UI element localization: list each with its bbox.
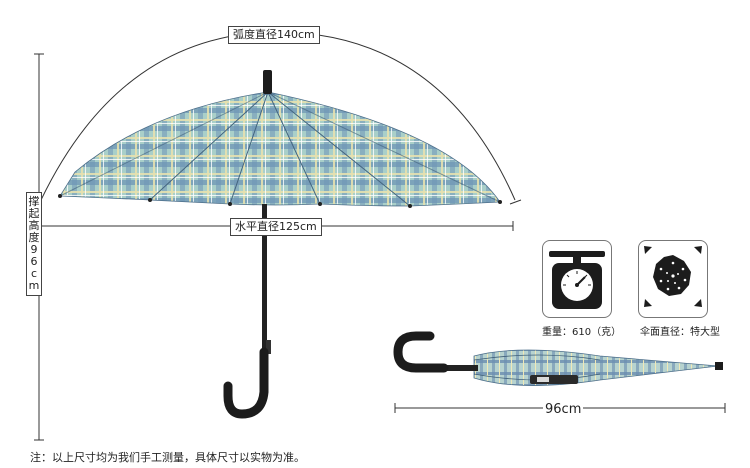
folded-umbrella bbox=[393, 331, 723, 386]
folded-length-label: 96cm bbox=[543, 402, 584, 417]
open-umbrella bbox=[58, 70, 502, 419]
weight-caption: 重量：610（克） bbox=[542, 327, 622, 338]
canopy-caption: 伞面直径：特大型 bbox=[640, 327, 720, 338]
open-height-label: 撑起高度96cm bbox=[26, 192, 42, 296]
scale-icon bbox=[549, 251, 605, 309]
weight-card bbox=[542, 240, 612, 318]
horizontal-diameter-label: 水平直径125cm bbox=[230, 218, 322, 236]
canopy-card bbox=[638, 240, 708, 318]
umbrella-top-view-icon bbox=[644, 246, 702, 307]
arc-diameter-label: 弧度直径140cm bbox=[228, 26, 320, 44]
measurement-note: 注：以上尺寸均为我们手工测量，具体尺寸以实物为准。 bbox=[30, 451, 305, 464]
